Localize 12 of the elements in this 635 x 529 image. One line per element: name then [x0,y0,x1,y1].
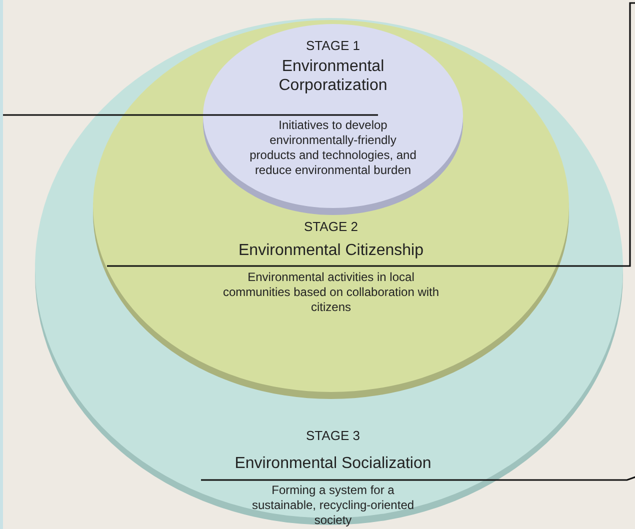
stage-heading: Environmental Socialization [234,454,432,473]
leader-line [3,114,378,116]
stage-description: Forming a system for a sustainable, recycling-oriented society [250,483,416,528]
stage-description: Environmental activities in local communities based on collaboration with citizens [222,270,440,315]
stage-heading: Environmental Corporatization [278,57,388,95]
stage-label: STAGE 3 [305,428,361,443]
stage-label: STAGE 2 [303,219,359,234]
stage-label: STAGE 1 [305,38,361,53]
leader-line [107,2,635,267]
stage-description: Initiatives to develop environmentally-friendly products and technologies, and reduce environmental burden [248,118,418,178]
stage-heading: Environmental Citizenship [238,241,424,260]
leader-line [201,475,635,481]
